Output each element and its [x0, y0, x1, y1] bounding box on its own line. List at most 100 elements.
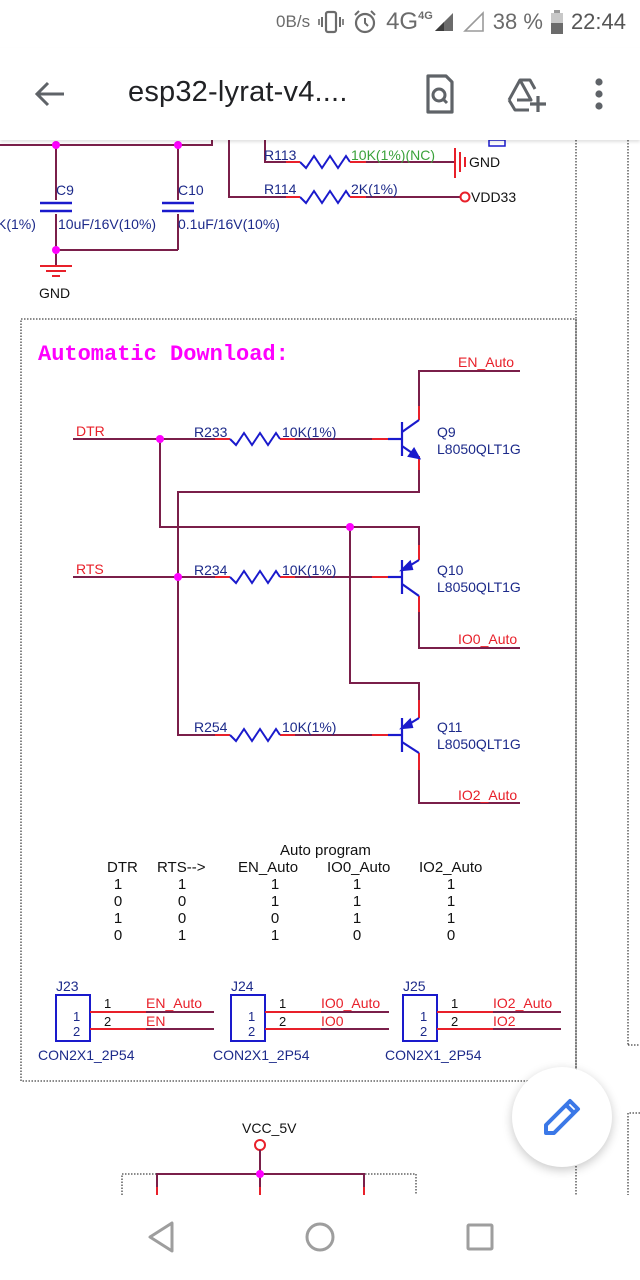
- top-circuit: C9 10uF/16V(10%) C10 0.1uF/16V(10%) K(1%…: [0, 140, 516, 301]
- r114-value: 2K(1%): [351, 181, 398, 197]
- dtr-label: DTR: [76, 423, 105, 439]
- pin2-net: IO2: [493, 1013, 516, 1029]
- truth-table-cell: 1: [271, 927, 279, 944]
- truth-table-cell: 0: [178, 893, 186, 910]
- junction-dots-auto: [156, 435, 354, 581]
- drive-add-icon: [507, 78, 546, 112]
- transistor-symbols: [388, 419, 422, 754]
- th-rts: RTS-->: [157, 859, 206, 876]
- pin2-net: EN: [146, 1013, 165, 1029]
- document-title: esp32-lyrat-v4....: [128, 76, 348, 108]
- more-options-button[interactable]: [584, 72, 614, 116]
- vdd33-port: [459, 191, 471, 203]
- truth-table-cell: 0: [353, 927, 361, 944]
- r113-ref: R113: [264, 147, 297, 163]
- gnd-label: GND: [39, 285, 70, 301]
- q11-part: L8050QLT1G: [437, 736, 521, 752]
- nav-recents-icon: [466, 1223, 494, 1251]
- r113-value: 10K(1%)(NC): [351, 147, 435, 163]
- truth-table-cell: 0: [114, 927, 122, 944]
- bottom-circuit: VCC_5V: [156, 1120, 365, 1195]
- pin2-label: 2: [104, 1014, 111, 1029]
- jumper-part: CON2X1_2P54: [38, 1047, 135, 1063]
- truth-table-cell: 0: [447, 927, 455, 944]
- r254-ref: R254: [194, 719, 228, 735]
- vcc-5v-label: VCC_5V: [242, 1120, 297, 1136]
- c10-ref: C10: [178, 182, 204, 198]
- add-to-drive-button[interactable]: [505, 72, 546, 116]
- pdf-viewer[interactable]: C9 10uF/16V(10%) C10 0.1uF/16V(10%) K(1%…: [0, 140, 640, 1195]
- jumper-body: [402, 994, 438, 1042]
- auto-download-circuit: Automatic Download:: [38, 342, 561, 1063]
- en-auto-label: EN_Auto: [458, 354, 514, 370]
- truth-table-cell: 1: [178, 927, 186, 944]
- c9-value: 10uF/16V(10%): [58, 216, 156, 232]
- capacitor-symbols: [40, 201, 194, 213]
- truth-table-cell: 1: [353, 876, 361, 893]
- pin-stubs-auto: [215, 406, 420, 770]
- battery-icon: [550, 10, 563, 34]
- partial-component: [488, 140, 506, 147]
- jumper-pin-num: 2: [248, 1024, 255, 1039]
- io2-auto-label: IO2_Auto: [458, 787, 517, 803]
- nav-recents-button[interactable]: [460, 1217, 500, 1257]
- r113-net: GND: [469, 154, 500, 170]
- jumper-pin-num: 1: [420, 1009, 427, 1024]
- jumper-pin-num: 2: [420, 1024, 427, 1039]
- gnd-symbol: [40, 265, 72, 277]
- pin2-label: 2: [279, 1014, 286, 1029]
- gnd-symbol-r113: [454, 148, 466, 178]
- schematic-page: C9 10uF/16V(10%) C10 0.1uF/16V(10%) K(1%…: [0, 140, 640, 1195]
- truth-table-cell: 0: [271, 910, 279, 927]
- truth-table-cell: 1: [271, 893, 279, 910]
- nav-home-icon: [305, 1222, 335, 1252]
- jumper-pin-num: 1: [73, 1009, 80, 1024]
- junction-dot: [256, 1170, 264, 1178]
- q11-symbol: [388, 717, 420, 754]
- r234-value: 10K(1%): [282, 562, 336, 578]
- pin1-label: 1: [104, 996, 111, 1011]
- truth-table-cell: 0: [114, 893, 122, 910]
- q10-ref: Q10: [437, 562, 464, 578]
- nav-home-button[interactable]: [300, 1217, 340, 1257]
- app-bar: esp32-lyrat-v4....: [0, 48, 640, 140]
- truth-table-cell: 1: [178, 876, 186, 893]
- arrow-left-icon: [34, 81, 64, 107]
- r114-ref: R114: [264, 181, 297, 197]
- jumper-part: CON2X1_2P54: [385, 1047, 482, 1063]
- truth-table-cell: 0: [178, 910, 186, 927]
- rts-label: RTS: [76, 561, 104, 577]
- pencil-edit-icon: [544, 1099, 580, 1135]
- wires: [73, 370, 520, 804]
- nav-back-button[interactable]: [142, 1217, 182, 1257]
- alarm-icon: [354, 10, 376, 34]
- c10-value: 0.1uF/16V(10%): [178, 216, 280, 232]
- jumper-body: [230, 994, 266, 1042]
- signal-icon: [434, 13, 453, 31]
- jumper-ref: J24: [231, 978, 254, 994]
- pin1-label: 1: [451, 996, 458, 1011]
- jumper-body: [55, 994, 91, 1042]
- edit-fab-button[interactable]: [512, 1067, 612, 1167]
- jumpers: J231212EN_AutoENCON2X1_2P54J241212IO0_Au…: [38, 978, 561, 1063]
- truth-table-cell: 1: [353, 893, 361, 910]
- truth-table-cell: 1: [447, 893, 455, 910]
- resistor-symbols: [299, 154, 351, 205]
- pin1-net: IO2_Auto: [493, 995, 552, 1011]
- clock: 22:44: [570, 9, 626, 34]
- r233-ref: R233: [194, 424, 228, 440]
- truth-table-cell: 1: [447, 876, 455, 893]
- truth-table-cell: 1: [447, 910, 455, 927]
- r254-value: 10K(1%): [282, 719, 336, 735]
- section-title: Automatic Download:: [38, 342, 289, 367]
- back-button[interactable]: [30, 74, 70, 114]
- jumper-ref: J25: [403, 978, 426, 994]
- truth-table-cell: 1: [353, 910, 361, 927]
- resistor-symbols-auto: [229, 431, 281, 743]
- find-in-document-button[interactable]: [420, 72, 460, 116]
- nav-back-icon: [148, 1221, 174, 1253]
- q10-part: L8050QLT1G: [437, 579, 521, 595]
- r233-value: 10K(1%): [282, 424, 336, 440]
